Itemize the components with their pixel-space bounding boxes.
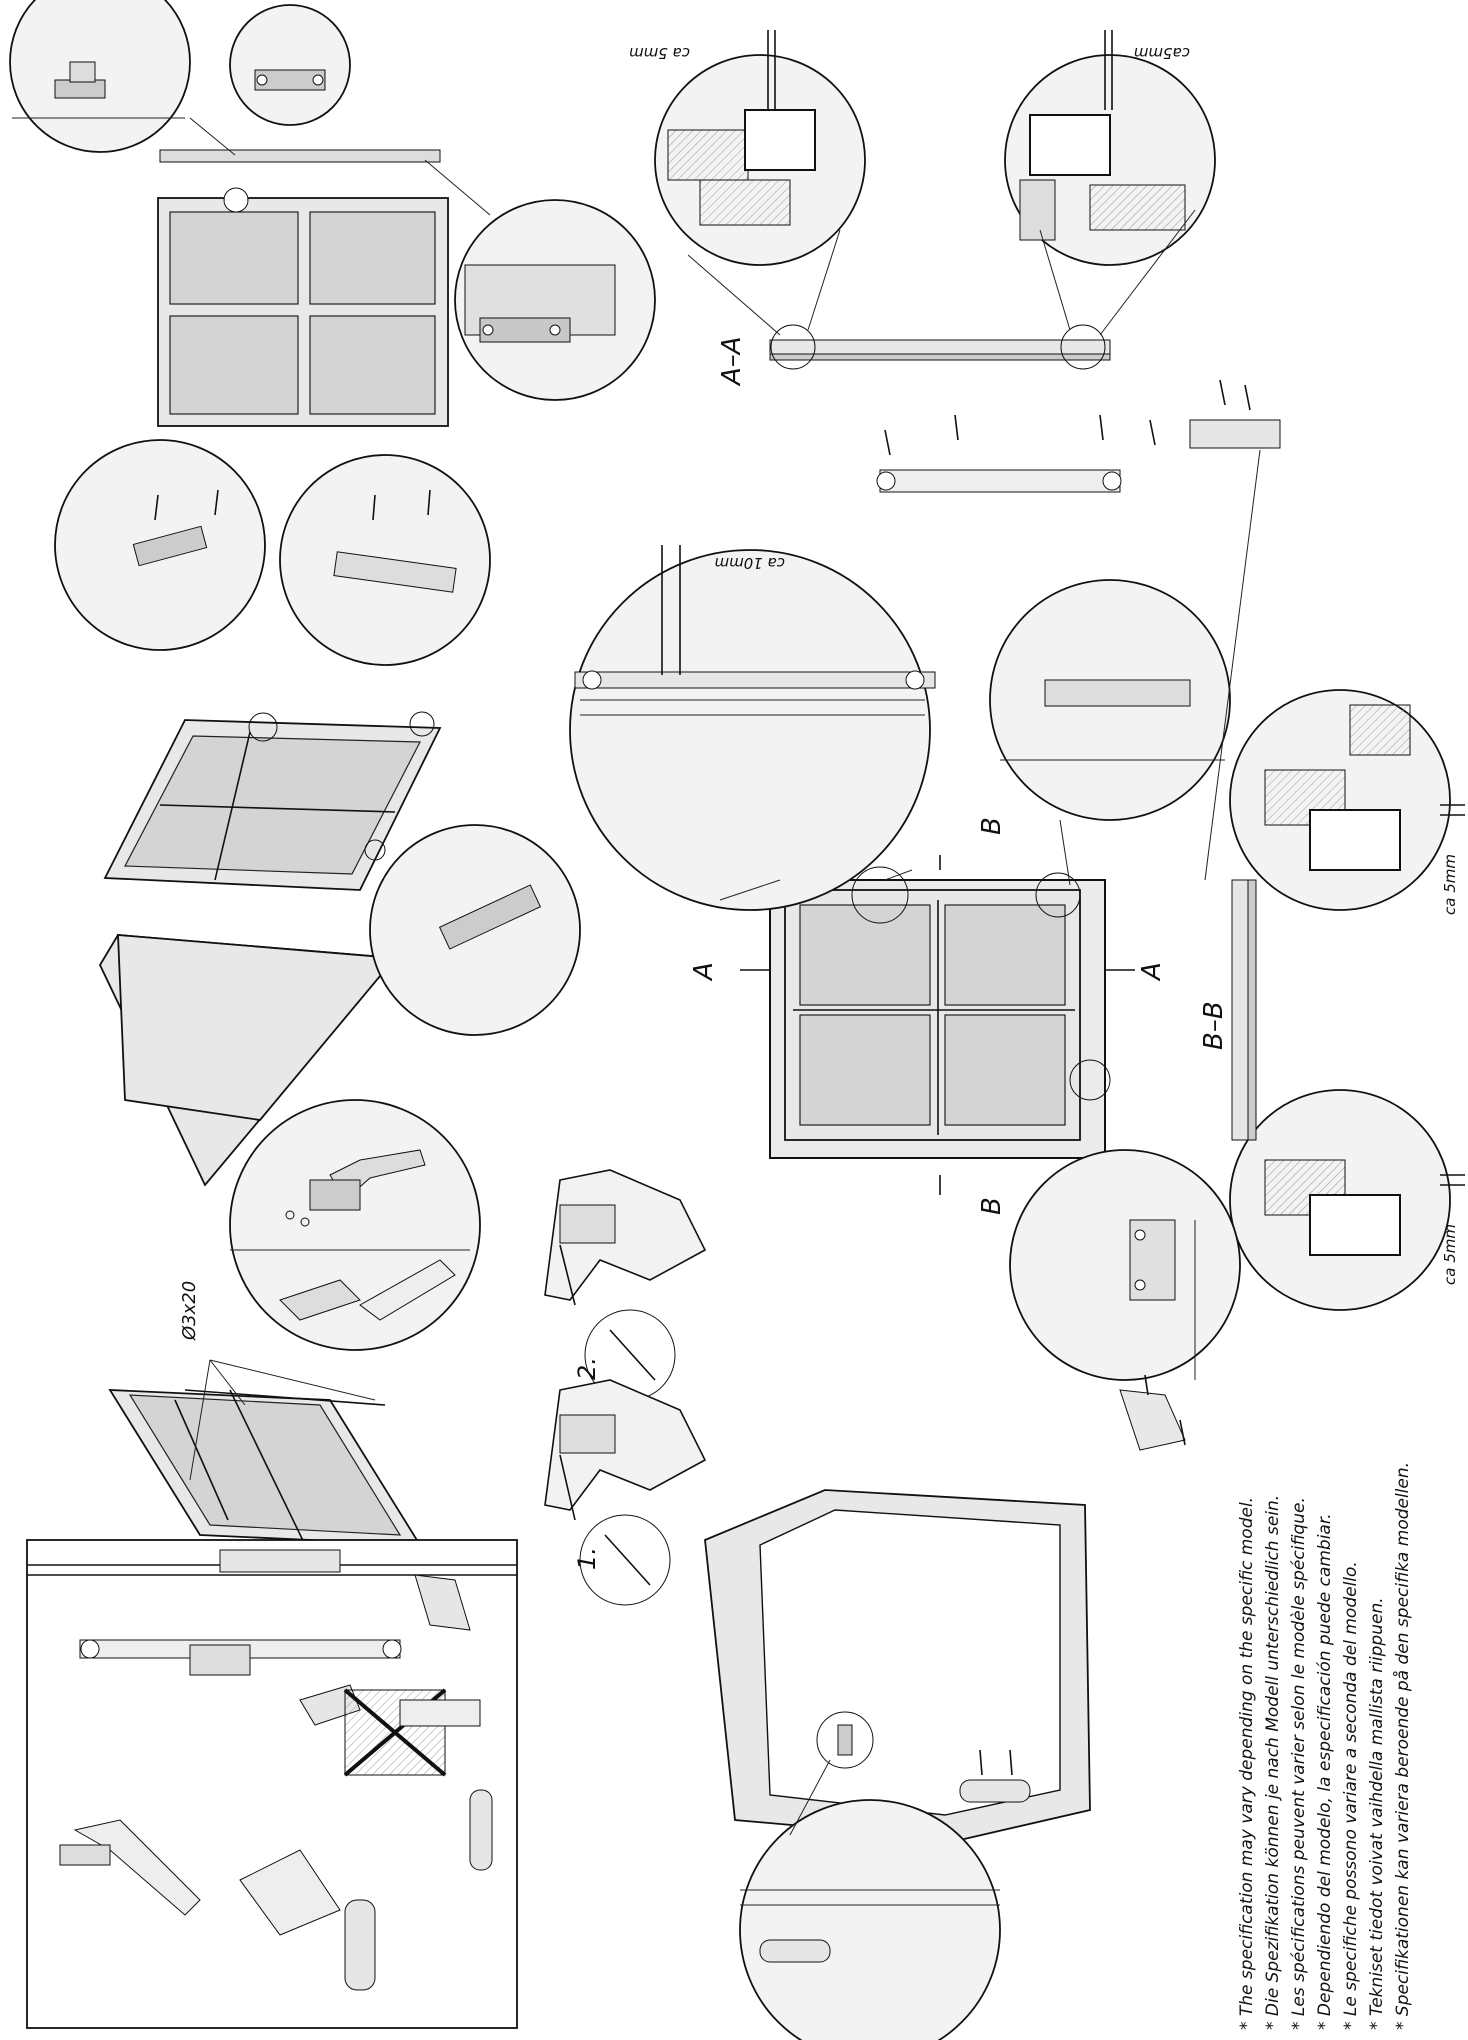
part-handle <box>59 1819 201 1916</box>
label-screw-size: Ø3x20 <box>179 1281 200 1341</box>
dim-aa-left: ca 5mm <box>629 44 690 62</box>
part-pin <box>219 1549 341 1573</box>
dim-aa-right: ca5mm <box>1134 44 1190 62</box>
note-fr: * Les spécifications peuvent varier selo… <box>1289 1497 1309 2030</box>
part-bracket-a <box>189 1644 251 1676</box>
stay-detail: ca 10mm <box>569 414 1156 911</box>
step-2-label: 2. <box>573 1357 601 1380</box>
bottom-frame-perspective <box>704 1489 1091 2040</box>
part-keeper-slot <box>344 1899 376 1991</box>
detail-circle-hinge-top <box>9 0 191 153</box>
detail-circle-bracket-top <box>229 4 351 126</box>
pin-detail <box>989 379 1281 886</box>
drill-step-1: 1. <box>544 1379 707 1606</box>
note-es: * Dependiendo del modelo, la especificac… <box>1315 1513 1335 2030</box>
notes-block: * The specification may vary depending o… <box>1237 1462 1413 2030</box>
section-aa-group: ca 5mm ca5mm A–A <box>629 30 1216 387</box>
note-de: * Die Spezifikation können je nach Model… <box>1263 1495 1283 2030</box>
section-marker-b-bottom: B <box>977 1197 1007 1215</box>
section-marker-a-left: A <box>689 962 719 982</box>
section-bb-group: ca 5mm ca 5mm B–B <box>1199 689 1465 1311</box>
drill-steps: 2. 1. <box>544 1169 707 1606</box>
note-fi: * Tekniset tiedot voivat vaihdella malli… <box>1367 1597 1387 2030</box>
frame-top-assembly <box>9 0 656 427</box>
label-section-bb: B–B <box>1199 1001 1229 1050</box>
drill-step-2: 2. <box>544 1169 707 1401</box>
dim-bb-top: ca 5mm <box>1441 854 1459 915</box>
dim-stay-gap: ca 10mm <box>714 554 785 572</box>
label-section-aa: A–A <box>717 336 747 387</box>
part-plate <box>469 1789 493 1871</box>
section-marker-a-right: A <box>1137 962 1167 982</box>
note-sv: * Specifikationen kan variera beroende p… <box>1392 1462 1413 2030</box>
keep-detail <box>1009 1149 1241 1451</box>
parts-box <box>26 1539 518 2029</box>
detail-circle-stay <box>569 549 931 911</box>
dim-bb-bottom: ca 5mm <box>1441 1224 1459 1285</box>
part-keep <box>414 1574 471 1631</box>
detail-circle-handle <box>229 1099 481 1351</box>
part-latch <box>239 1849 341 1936</box>
note-en: * The specification may vary depending o… <box>1237 1497 1257 2030</box>
detail-circle-keeper-slot <box>739 1799 1001 2040</box>
note-it: * Le specifiche possono variare a second… <box>1341 1561 1361 2030</box>
installed-window: A A B B <box>689 817 1167 1215</box>
tilted-sash-stack: Ø3x20 <box>54 439 581 1556</box>
tilted-sash-2-body <box>117 934 397 1121</box>
step-1-label: 1. <box>573 1547 601 1570</box>
part-hinge-bracket <box>399 1699 481 1727</box>
section-marker-b-top: B <box>977 817 1007 835</box>
detail-circle-keep <box>1009 1149 1241 1381</box>
